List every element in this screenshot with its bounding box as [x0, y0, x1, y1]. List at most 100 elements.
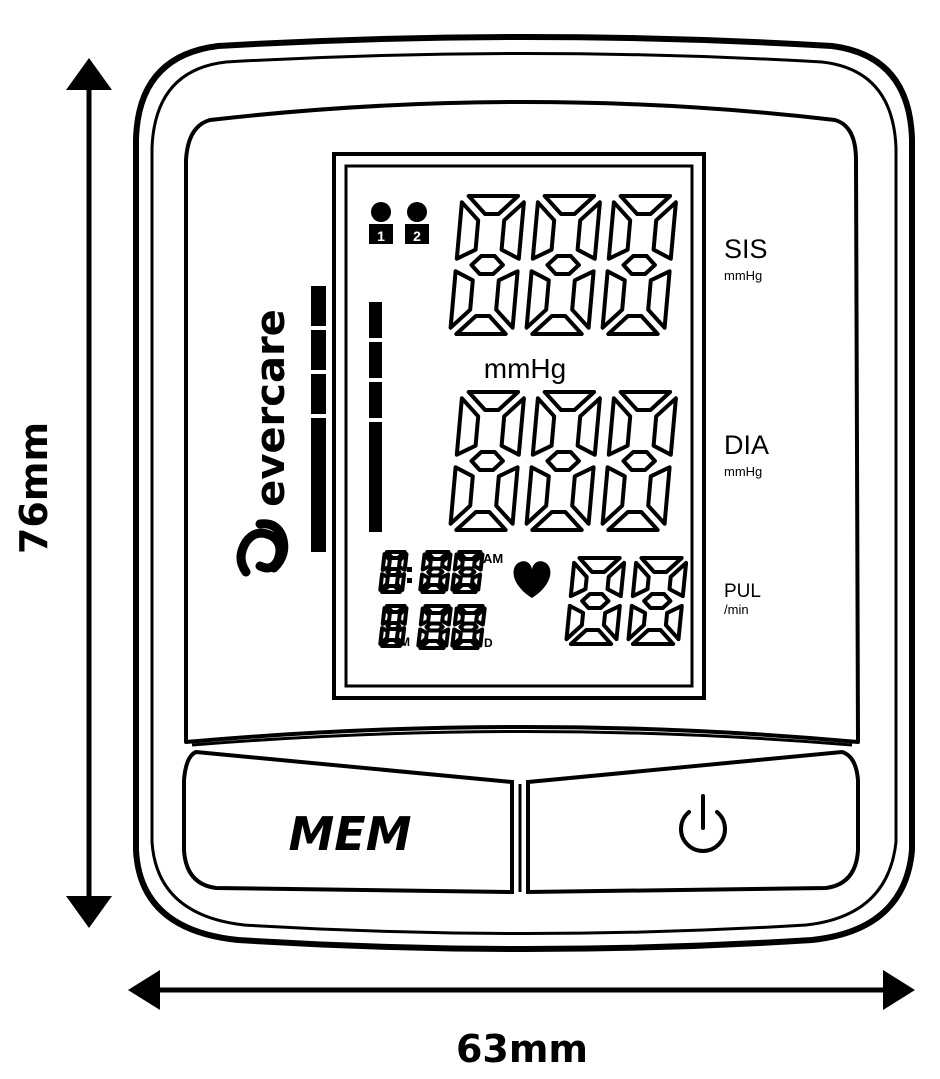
- sis-unit: mmHg: [724, 268, 762, 283]
- lcd-digit: [450, 550, 485, 594]
- heart-icon: [513, 561, 551, 598]
- date-digits: [378, 604, 487, 650]
- arrow-down-icon: [66, 896, 112, 928]
- lcd-segment: [380, 584, 402, 594]
- lcd-segment: [458, 621, 479, 633]
- lcd-segment: [472, 627, 485, 648]
- lcd-digit: [416, 604, 453, 650]
- lcd-segment: [542, 194, 597, 216]
- lcd-segment: [621, 254, 657, 276]
- lcd-segment: [667, 560, 689, 599]
- lcd-segment: [440, 606, 453, 627]
- dia-label: DIA: [724, 430, 769, 460]
- lcd-segment: [424, 621, 445, 633]
- lcd-digit: [378, 604, 409, 648]
- lcd-segment: [380, 552, 392, 572]
- lcd-segment: [524, 465, 551, 526]
- lcd-segment: [499, 396, 526, 457]
- lcd-segment: [630, 628, 676, 646]
- lcd-segment: [606, 314, 660, 336]
- height-label: 76mm: [12, 422, 56, 554]
- lcd-digit: [524, 390, 602, 532]
- lcd-segment: [418, 572, 431, 592]
- lcd-segment: [385, 621, 402, 631]
- lcd-segment: [621, 450, 657, 472]
- systolic-digits: [448, 194, 678, 336]
- arrow-left-icon: [128, 970, 160, 1010]
- lcd-digit: [378, 550, 409, 594]
- lcd-segment: [384, 604, 407, 614]
- lcd-segment: [575, 396, 602, 457]
- lcd-segment: [618, 390, 673, 412]
- lcd-segment: [440, 552, 453, 572]
- lcd-segment: [601, 603, 622, 642]
- lcd-segment: [646, 269, 672, 330]
- lcd-segment: [646, 465, 672, 526]
- center-unit-label: mmHg: [484, 353, 566, 384]
- am-label: AM: [483, 551, 503, 566]
- diastolic-digits: [448, 390, 678, 532]
- lcd-digit: [450, 604, 487, 650]
- lcd-segment: [600, 269, 627, 330]
- lcd-segment: [378, 626, 390, 646]
- lcd-segment: [663, 603, 684, 642]
- lcd-segment: [469, 450, 505, 472]
- lcd-segment: [466, 194, 521, 216]
- lcd-segment: [438, 572, 451, 592]
- lcd-segment: [606, 510, 660, 532]
- lcd-segment: [606, 396, 633, 457]
- lcd-segment: [457, 550, 483, 561]
- arrow-up-icon: [66, 58, 112, 90]
- lcd-segment: [395, 626, 407, 646]
- lcd-segment: [530, 200, 557, 261]
- power-button[interactable]: [526, 749, 860, 895]
- lcd-digit: [524, 194, 602, 336]
- lcd-segment: [380, 606, 392, 626]
- width-label: 63mm: [456, 1027, 588, 1071]
- device-body: [133, 34, 915, 952]
- lcd-digit: [600, 390, 678, 532]
- lcd-segment: [450, 627, 463, 648]
- lcd-segment: [530, 510, 584, 532]
- arrow-right-icon: [883, 970, 915, 1010]
- lcd-segment: [469, 254, 505, 276]
- lcd-segment: [438, 627, 451, 648]
- lcd-segment: [494, 465, 520, 526]
- lcd-segment: [626, 603, 648, 642]
- lcd-segment: [448, 269, 475, 330]
- lcd-segment: [545, 450, 581, 472]
- lcd-segment: [499, 200, 526, 261]
- lcd-segment: [639, 556, 684, 574]
- evercare-logo-icon: [236, 519, 289, 577]
- time-colon: [407, 567, 412, 583]
- lcd-segment: [384, 550, 407, 560]
- lcd-segment: [474, 606, 487, 627]
- lcd-segment: [570, 465, 596, 526]
- lcd-digit: [600, 194, 678, 336]
- lcd-segment: [397, 606, 409, 626]
- sis-label: SIS: [724, 234, 768, 264]
- lcd-segment: [575, 200, 602, 261]
- lcd-segment: [452, 583, 478, 594]
- day-label: D: [484, 636, 493, 650]
- lcd-segment: [466, 390, 521, 412]
- time-digits: [378, 550, 485, 594]
- lcd-segment: [577, 556, 622, 574]
- lcd-digit: [626, 556, 689, 646]
- lcd-segment: [470, 572, 483, 592]
- mem-button[interactable]: MEM: [182, 749, 514, 895]
- user-1-label: 1: [377, 228, 385, 244]
- dia-unit: mmHg: [724, 464, 762, 479]
- lcd-segment: [568, 560, 589, 599]
- lcd-segment: [418, 606, 431, 627]
- lcd-segment: [448, 465, 475, 526]
- lcd-segment: [564, 603, 586, 642]
- lcd-segment: [454, 396, 481, 457]
- lcd-segment: [452, 606, 465, 627]
- pul-unit: /min: [724, 602, 749, 617]
- lcd-segment: [600, 465, 627, 526]
- height-dimension: 76mm: [12, 58, 112, 928]
- lcd-segment: [630, 560, 651, 599]
- width-dimension: 63mm: [128, 970, 915, 1071]
